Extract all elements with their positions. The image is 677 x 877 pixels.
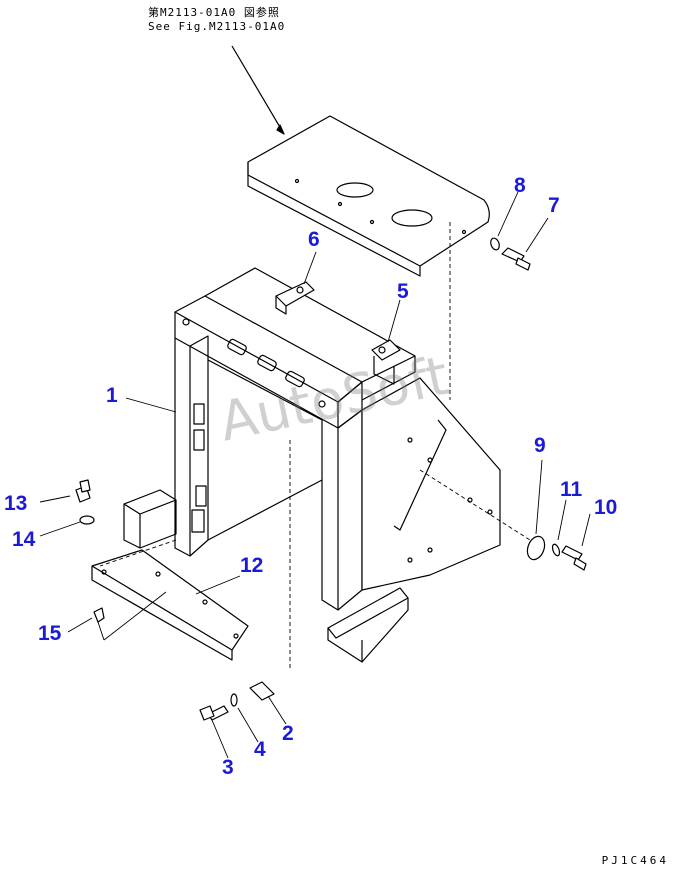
hinge-bracket-upper — [275, 281, 315, 315]
figure-code: PJ1C464 — [601, 854, 669, 867]
hinge-bracket-side — [371, 339, 401, 385]
callout-4: 4 — [254, 738, 266, 761]
washer-11 — [551, 543, 561, 557]
reference-note-jp: 第M2113-01A0 図参照 — [148, 6, 280, 19]
clip-15 — [93, 607, 105, 623]
washer-14 — [79, 515, 95, 525]
callout-8: 8 — [514, 174, 526, 197]
callout-12: 12 — [240, 554, 263, 577]
leader-lines — [39, 191, 591, 759]
callout-15: 15 — [38, 622, 62, 645]
main-frame — [123, 267, 501, 663]
callout-13: 13 — [4, 492, 27, 515]
bolt-10 — [561, 545, 587, 571]
reference-arrowhead — [276, 124, 285, 135]
callout-2: 2 — [282, 722, 294, 745]
callout-6: 6 — [308, 228, 320, 251]
callout-7: 7 — [548, 194, 560, 217]
callout-9: 9 — [534, 434, 546, 457]
callout-11: 11 — [560, 478, 583, 501]
callout-10: 10 — [594, 496, 617, 519]
bolt-7 — [501, 247, 531, 271]
clip-2 — [249, 681, 275, 701]
cover-plate-12 — [91, 549, 249, 661]
reference-note-en: See Fig.M2113-01A0 — [148, 20, 286, 33]
washer-8 — [490, 237, 500, 251]
callout-1: 1 — [106, 384, 118, 407]
bolt-13 — [75, 479, 91, 503]
callout-3: 3 — [222, 756, 234, 779]
reference-arrow — [231, 45, 285, 135]
cap-9 — [526, 535, 546, 561]
bolt-3 — [199, 705, 229, 721]
callout-5: 5 — [397, 280, 409, 303]
top-cover — [247, 115, 490, 277]
washer-4 — [230, 693, 238, 707]
callout-14: 14 — [12, 528, 36, 551]
